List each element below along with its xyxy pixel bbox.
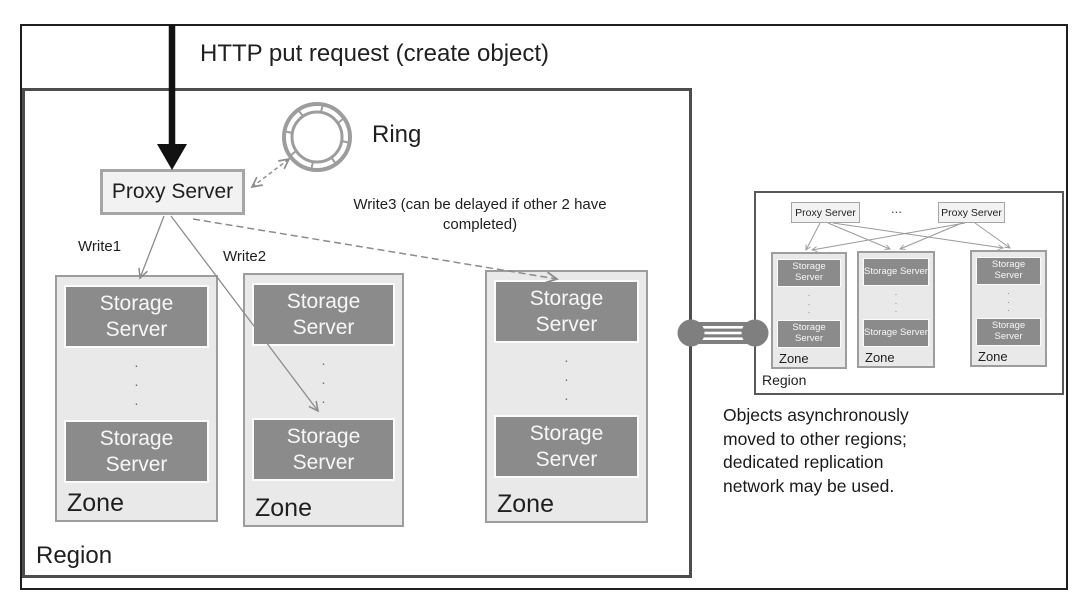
zone-box-2: Storage Server . . . Storage Server Zone xyxy=(243,273,404,527)
caption-line: Objects asynchronously xyxy=(723,405,909,425)
write3-label: Write3 (can be delayed if other 2 have c… xyxy=(330,195,630,235)
storage-server-box: Storage Server xyxy=(494,415,639,478)
zone-label: Zone xyxy=(978,349,1008,364)
zone-box-1: Storage Server . . . Storage Server Zone xyxy=(55,275,218,522)
storage-server-box: Storage Server xyxy=(777,259,841,287)
zone-label: Zone xyxy=(255,494,312,522)
proxy-server-box: Proxy Server xyxy=(100,169,245,215)
remote-region-box xyxy=(754,191,1064,395)
caption-line: dedicated replication xyxy=(723,452,884,472)
remote-zone-box-2: Storage Server . . . Storage Server Zone xyxy=(857,251,935,368)
remote-proxy-server-box: Proxy Server xyxy=(791,202,860,223)
zone-box-3: Storage Server . . . Storage Server Zone xyxy=(485,270,648,523)
remote-zone-box-3: Storage Server . . . Storage Server Zone xyxy=(970,250,1047,367)
storage-server-box: Storage Server xyxy=(863,319,929,347)
vertical-dots: . . . xyxy=(1007,287,1010,313)
storage-server-box: Storage Server xyxy=(64,285,209,348)
proxy-server-label: Proxy Server xyxy=(111,180,234,203)
storage-server-box: Storage Server xyxy=(252,418,395,481)
caption-line: moved to other regions; xyxy=(723,428,907,449)
proxy-ellipsis: ... xyxy=(891,201,902,216)
write1-label: Write1 xyxy=(78,238,122,255)
storage-server-box: Storage Server xyxy=(494,280,639,343)
remote-region-label: Region xyxy=(762,372,807,388)
vertical-dots: . . . xyxy=(564,349,569,403)
storage-server-box: Storage Server xyxy=(64,420,209,483)
outer-frame xyxy=(20,24,1068,590)
storage-server-box: Storage Server xyxy=(863,258,929,286)
caption-line: network may be used. xyxy=(723,475,895,496)
zone-label: Zone xyxy=(497,490,554,518)
http-request-title: HTTP put request (create object) xyxy=(200,40,550,67)
storage-server-box: Storage Server xyxy=(976,257,1041,285)
ring-label: Ring xyxy=(372,121,422,148)
remote-zone-box-1: Storage Server . . . Storage Server Zone xyxy=(771,252,847,369)
zone-label: Zone xyxy=(67,489,124,517)
storage-server-box: Storage Server xyxy=(252,283,395,346)
zone-label: Zone xyxy=(779,351,809,366)
write3-line2: completed) xyxy=(442,216,518,233)
storage-server-box: Storage Server xyxy=(777,320,841,348)
vertical-dots: . . . xyxy=(807,289,811,315)
write3-line1: Write3 (can be delayed if other 2 have xyxy=(353,196,607,213)
vertical-dots: . . . xyxy=(321,352,326,406)
replication-caption: Objects asynchronously moved to other re… xyxy=(723,404,973,498)
zone-label: Zone xyxy=(865,350,895,365)
write2-label: Write2 xyxy=(223,248,267,265)
vertical-dots: . . . xyxy=(134,354,139,408)
remote-proxy-server-box: Proxy Server xyxy=(938,202,1005,223)
vertical-dots: . . . xyxy=(894,288,898,314)
storage-server-box: Storage Server xyxy=(976,318,1041,346)
main-region-label: Region xyxy=(36,542,113,569)
